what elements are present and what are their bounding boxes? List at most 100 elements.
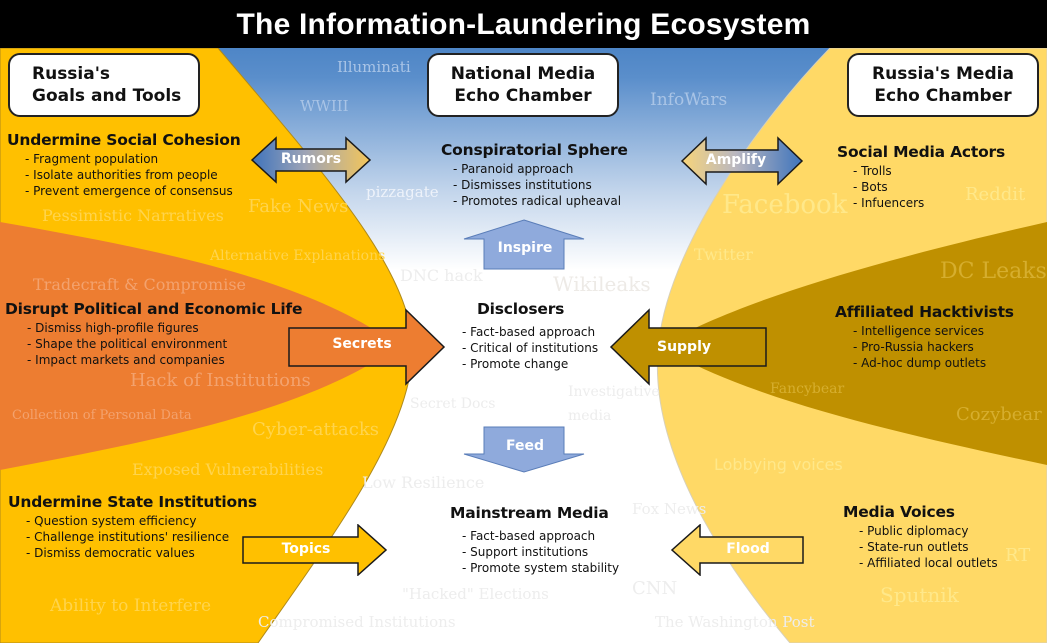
inspire-label: Inspire bbox=[497, 240, 553, 256]
block-title: Affiliated Hacktivists bbox=[835, 303, 1014, 321]
flood-arrow bbox=[670, 524, 804, 576]
watermark-tradecraft: Tradecraft & Compromise bbox=[33, 275, 247, 294]
block-item: Affiliated local outlets bbox=[859, 555, 997, 571]
block-item: Prevent emergence of consensus bbox=[25, 183, 241, 199]
block-item: Intelligence services bbox=[853, 323, 1014, 339]
watermark-cyber-attacks: Cyber-attacks bbox=[252, 419, 379, 440]
watermark-secret-docs: Secret Docs bbox=[410, 396, 496, 412]
secrets-arrow bbox=[288, 308, 446, 386]
block-undermine-state-institutions: Undermine State Institutions Question sy… bbox=[8, 493, 257, 561]
watermark-pizzagate: pizzagate bbox=[366, 183, 439, 201]
inspire-arrow bbox=[463, 219, 585, 270]
block-item: Dismiss democratic values bbox=[26, 545, 257, 561]
block-item: Critical of institutions bbox=[462, 340, 598, 356]
header-line-1: Russia's Media bbox=[872, 64, 1014, 84]
watermark-personal-data: Collection of Personal Data bbox=[12, 408, 192, 423]
watermark-wikileaks: Wikileaks bbox=[553, 272, 651, 296]
block-item: Fragment population bbox=[25, 151, 241, 167]
block-disrupt-political-economic-life: Disrupt Political and Economic Life Dism… bbox=[5, 300, 302, 368]
block-item: Ad-hoc dump outlets bbox=[853, 355, 1014, 371]
block-item: Question system efficiency bbox=[26, 513, 257, 529]
watermark-exposed-vulnerabilities: Exposed Vulnerabilities bbox=[132, 460, 324, 479]
watermark-pessimistic-narratives: Pessimistic Narratives bbox=[42, 206, 224, 225]
header-national-media-echo-chamber: National Media Echo Chamber bbox=[427, 53, 619, 117]
watermark-hack-of-institutions: Hack of Institutions bbox=[130, 370, 311, 391]
watermark-investigative: Investigative bbox=[568, 384, 660, 400]
supply-label: Supply bbox=[656, 339, 712, 355]
watermark-fox-news: Fox News bbox=[632, 500, 707, 518]
watermark-dc-leaks: DC Leaks bbox=[940, 259, 1047, 284]
block-media-voices: Media Voices Public diplomacy State-run … bbox=[843, 503, 998, 571]
watermark-infowars: InfoWars bbox=[650, 90, 728, 110]
watermark-fake-news: Fake News bbox=[248, 196, 349, 217]
block-item: Bots bbox=[853, 179, 1005, 195]
watermark-media: media bbox=[568, 408, 612, 424]
block-item: Trolls bbox=[853, 163, 1005, 179]
watermark-washington-post: The Washington Post bbox=[655, 613, 815, 631]
topics-label: Topics bbox=[281, 541, 331, 557]
block-item: Dismisses institutions bbox=[453, 177, 628, 193]
secrets-label: Secrets bbox=[332, 336, 392, 352]
header-russia-media-echo-chamber: Russia's Media Echo Chamber bbox=[847, 53, 1039, 117]
block-affiliated-hacktivists: Affiliated Hacktivists Intelligence serv… bbox=[835, 303, 1014, 371]
block-title: Disrupt Political and Economic Life bbox=[5, 300, 303, 318]
block-item: Fact-based approach bbox=[462, 528, 619, 544]
header-line-1: Russia's bbox=[32, 64, 111, 84]
amplify-double-arrow bbox=[680, 136, 804, 186]
flood-label: Flood bbox=[726, 541, 770, 557]
block-conspiratorial-sphere: Conspiratorial Sphere Paranoid approach … bbox=[441, 141, 628, 209]
block-item: Public diplomacy bbox=[859, 523, 998, 539]
block-mainstream-media: Mainstream Media Fact-based approach Sup… bbox=[450, 504, 619, 576]
block-item: Dismiss high-profile figures bbox=[27, 320, 302, 336]
block-title: Mainstream Media bbox=[450, 504, 609, 522]
header-line-2: Echo Chamber bbox=[874, 86, 1012, 106]
block-title: Social Media Actors bbox=[837, 143, 1005, 161]
block-item: Infuencers bbox=[853, 195, 1005, 211]
block-item: Pro-Russia hackers bbox=[853, 339, 1014, 355]
header-russia-goals-tools: Russia's Goals and Tools bbox=[8, 53, 200, 117]
watermark-illuminati: Illuminati bbox=[337, 58, 411, 76]
header-line-1: National Media bbox=[450, 64, 596, 84]
watermark-dnc-hack: DNC hack bbox=[400, 266, 483, 285]
feed-label: Feed bbox=[505, 438, 544, 454]
watermark-alternative-explanations: Alternative Explanations bbox=[210, 248, 386, 264]
supply-arrow bbox=[609, 308, 767, 386]
block-item: Impact markets and companies bbox=[27, 352, 302, 368]
block-title: Conspiratorial Sphere bbox=[441, 141, 628, 159]
header-line-2: Goals and Tools bbox=[32, 86, 182, 106]
watermark-cnn: CNN bbox=[632, 578, 678, 599]
watermark-hacked-elections: "Hacked" Elections bbox=[402, 585, 549, 603]
feed-arrow bbox=[463, 426, 585, 473]
block-item: Promote change bbox=[462, 356, 598, 372]
watermark-facebook: Facebook bbox=[722, 190, 848, 220]
block-item: Promote system stability bbox=[462, 560, 619, 576]
watermark-fancybear: Fancybear bbox=[770, 381, 845, 397]
watermark-ability-to-interfere: Ability to Interfere bbox=[50, 596, 212, 616]
watermark-compromised-institutions: Compromised Institutions bbox=[258, 613, 456, 631]
topics-arrow bbox=[242, 524, 388, 576]
block-item: Fact-based approach bbox=[462, 324, 598, 340]
block-item: Challenge institutions' resilience bbox=[26, 529, 257, 545]
block-title: Disclosers bbox=[477, 300, 565, 318]
block-item: Shape the political environment bbox=[27, 336, 302, 352]
block-undermine-social-cohesion: Undermine Social Cohesion Fragment popul… bbox=[7, 131, 241, 199]
watermark-twitter: Twitter bbox=[694, 245, 753, 264]
block-title: Media Voices bbox=[843, 503, 955, 521]
header-line-2: Echo Chamber bbox=[454, 86, 592, 106]
block-disclosers: Disclosers Fact-based approach Critical … bbox=[462, 300, 598, 372]
block-item: Support institutions bbox=[462, 544, 619, 560]
block-item: Isolate authorities from people bbox=[25, 167, 241, 183]
block-social-media-actors: Social Media Actors Trolls Bots Infuence… bbox=[837, 143, 1005, 211]
block-title: Undermine State Institutions bbox=[8, 493, 257, 511]
block-item: Paranoid approach bbox=[453, 161, 628, 177]
amplify-label: Amplify bbox=[705, 152, 767, 168]
watermark-wwiii: WWIII bbox=[300, 97, 349, 115]
watermark-sputnik: Sputnik bbox=[880, 583, 959, 607]
rumors-label: Rumors bbox=[280, 151, 342, 167]
watermark-low-resilience: Low Resilience bbox=[362, 473, 485, 492]
rumors-double-arrow bbox=[250, 136, 372, 184]
watermark-lobbying-voices: Lobbying voices bbox=[714, 455, 843, 474]
block-title: Undermine Social Cohesion bbox=[7, 131, 241, 149]
watermark-rt: RT bbox=[1005, 545, 1031, 566]
block-item: State-run outlets bbox=[859, 539, 998, 555]
